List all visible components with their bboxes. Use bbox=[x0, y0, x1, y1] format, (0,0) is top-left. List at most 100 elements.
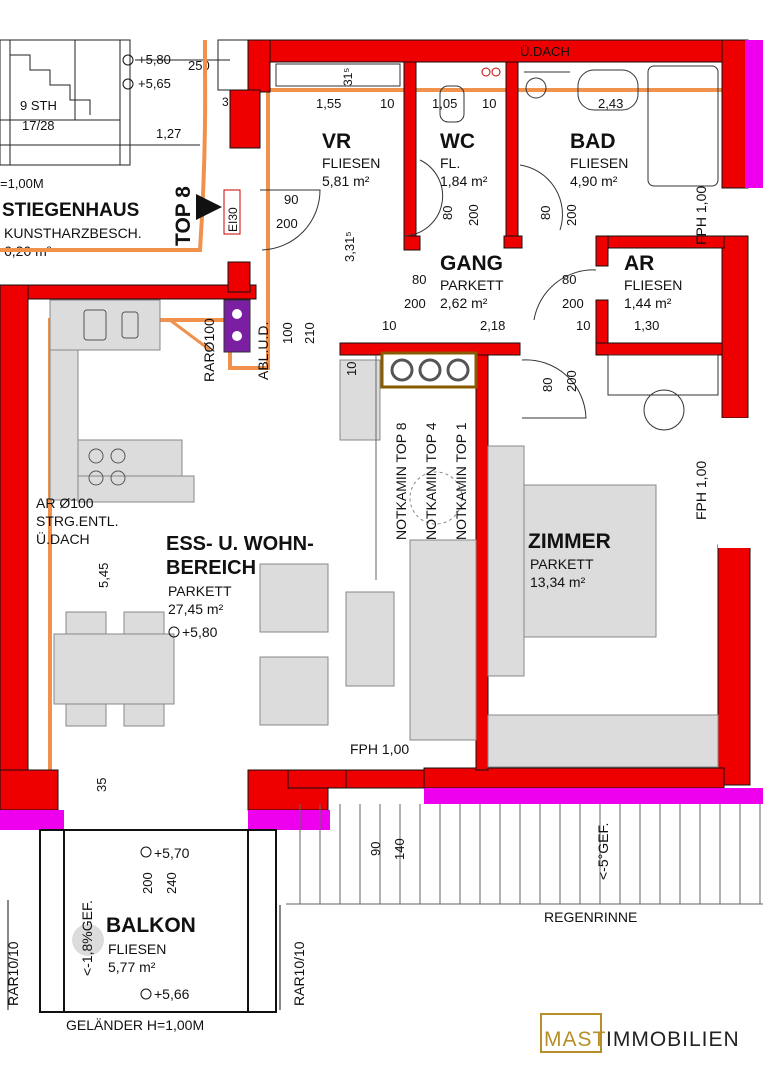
stair-utility-line bbox=[0, 40, 208, 252]
stair-width: 1,27 bbox=[156, 126, 181, 141]
wc-area: 1,84 m² bbox=[440, 173, 488, 189]
company-logo: MAST IMMOBILIEN bbox=[540, 1013, 750, 1057]
dim-90: 90 bbox=[284, 192, 298, 207]
living-furniture bbox=[53, 539, 477, 741]
magenta-strip-mid bbox=[248, 810, 330, 830]
bedroom-furniture bbox=[487, 445, 719, 768]
ar-area: 1,44 m² bbox=[624, 295, 672, 311]
wohn-level: +5,80 bbox=[182, 624, 218, 640]
regenrinne-label: REGENRINNE bbox=[544, 909, 637, 925]
dim-10e: 10 bbox=[344, 362, 359, 376]
gelaender-label: GELÄNDER H=1,00M bbox=[66, 1017, 204, 1033]
kitchen-counter bbox=[49, 299, 381, 503]
drain-icon bbox=[481, 67, 491, 77]
ar-door-200: 200 bbox=[562, 296, 584, 311]
fph-wohn: FPH 1,00 bbox=[350, 741, 409, 757]
stairwell-drawing bbox=[0, 39, 200, 166]
stair-height: =1,00M bbox=[0, 176, 44, 191]
exterior-walls bbox=[0, 39, 751, 811]
dim-90b: 90 bbox=[368, 842, 383, 856]
dim-200b: 200 bbox=[140, 872, 155, 894]
level-marker-icon bbox=[140, 988, 152, 1000]
level-marker-icon bbox=[122, 78, 134, 90]
balkon-level-2: +5,66 bbox=[154, 986, 190, 1002]
roof-label: Ü.DACH bbox=[520, 44, 570, 59]
balkon-level-1: +5,70 bbox=[154, 845, 190, 861]
ar-door-80: 80 bbox=[562, 272, 576, 287]
zimmer-door-200: 200 bbox=[564, 370, 579, 392]
stair-steps: 9 STH bbox=[20, 98, 57, 113]
ar-name: AR bbox=[624, 252, 654, 275]
logo-mast: MAST bbox=[544, 1028, 607, 1051]
wc-name: WC bbox=[440, 130, 475, 153]
wc-door-200: 200 bbox=[466, 204, 481, 226]
sink-icon bbox=[83, 309, 139, 341]
slope-5-label: <-5°GEF. bbox=[595, 823, 611, 880]
top-label: TOP 8 bbox=[172, 186, 195, 246]
abl-label: ABL.U.D. bbox=[255, 322, 271, 380]
shaft-duct-icon bbox=[232, 309, 242, 319]
dim-545: 5,45 bbox=[96, 563, 111, 588]
roof-hatching bbox=[286, 804, 763, 905]
shaft-duct-icon bbox=[232, 331, 242, 341]
stair-wall-stub bbox=[217, 39, 249, 91]
drain-symbol-icon bbox=[72, 924, 104, 956]
shaft-icon bbox=[223, 299, 251, 353]
bad-name: BAD bbox=[570, 130, 616, 153]
wc-floor: FL. bbox=[440, 155, 460, 171]
dim-210: 210 bbox=[302, 322, 317, 344]
wohn-floor: PARKETT bbox=[168, 583, 232, 599]
dim-10d: 10 bbox=[576, 318, 590, 333]
chimney-icon bbox=[446, 358, 470, 382]
ar100-label-2: STRG.ENTL. bbox=[36, 513, 118, 529]
gang-door-80: 80 bbox=[412, 272, 426, 287]
dim-3315: 3,31⁵ bbox=[342, 231, 357, 262]
fph-bad: FPH 1,00 bbox=[693, 186, 709, 245]
dim-100: 100 bbox=[280, 322, 295, 344]
roof-edge-magenta bbox=[745, 40, 763, 188]
dim-218: 2,18 bbox=[480, 318, 505, 333]
sanitary-fixtures bbox=[275, 63, 719, 431]
zimmer-floor: PARKETT bbox=[530, 556, 594, 572]
entrance-arrow-icon bbox=[196, 194, 222, 220]
zimmer-door-80: 80 bbox=[540, 378, 555, 392]
chimney-icon bbox=[418, 358, 442, 382]
gang-floor: PARKETT bbox=[440, 277, 504, 293]
balcony-outline bbox=[39, 829, 277, 1013]
level-marker-icon bbox=[168, 626, 180, 638]
dim-140: 140 bbox=[392, 838, 407, 860]
gang-door-200: 200 bbox=[404, 296, 426, 311]
balkon-name: BALKON bbox=[106, 914, 196, 937]
stiegenhaus-name: STIEGENHAUS bbox=[2, 200, 139, 221]
notkamin-top4: NOTKAMIN TOP 4 bbox=[423, 422, 439, 540]
ei30-box bbox=[223, 189, 241, 235]
dim-240: 240 bbox=[164, 872, 179, 894]
dim-10b: 10 bbox=[482, 96, 496, 111]
bad-area: 4,90 m² bbox=[570, 173, 618, 189]
balkon-floor: FLIESEN bbox=[108, 941, 166, 957]
dim-105: 1,05 bbox=[432, 96, 457, 111]
level-marker-icon bbox=[122, 54, 134, 66]
dim-35: 35 bbox=[94, 778, 109, 792]
drain-icon bbox=[491, 67, 501, 77]
zimmer-name: ZIMMER bbox=[528, 530, 611, 553]
window-gap bbox=[718, 418, 763, 548]
dim-200a: 200 bbox=[276, 216, 298, 231]
ar-floor: FLIESEN bbox=[624, 277, 682, 293]
notkamin-top8: NOTKAMIN TOP 8 bbox=[393, 422, 409, 540]
dim-10a: 10 bbox=[380, 96, 394, 111]
level-marker-icon bbox=[140, 846, 152, 858]
stair-level-1: +5,80 bbox=[138, 52, 171, 67]
gang-name: GANG bbox=[440, 252, 503, 275]
logo-box bbox=[540, 1013, 602, 1053]
slope-18-label: <-1,8%GEF. bbox=[79, 900, 95, 976]
wohn-name-1: ESS- U. WOHN- bbox=[166, 533, 314, 555]
wc-door-80: 80 bbox=[440, 206, 455, 220]
vr-floor: FLIESEN bbox=[322, 155, 380, 171]
vr-name: VR bbox=[322, 130, 351, 153]
bad-floor: FLIESEN bbox=[570, 155, 628, 171]
dim-243: 2,43 bbox=[598, 96, 623, 111]
ar100-label-3: Ü.DACH bbox=[36, 530, 90, 547]
cooktop-icon bbox=[88, 448, 126, 486]
